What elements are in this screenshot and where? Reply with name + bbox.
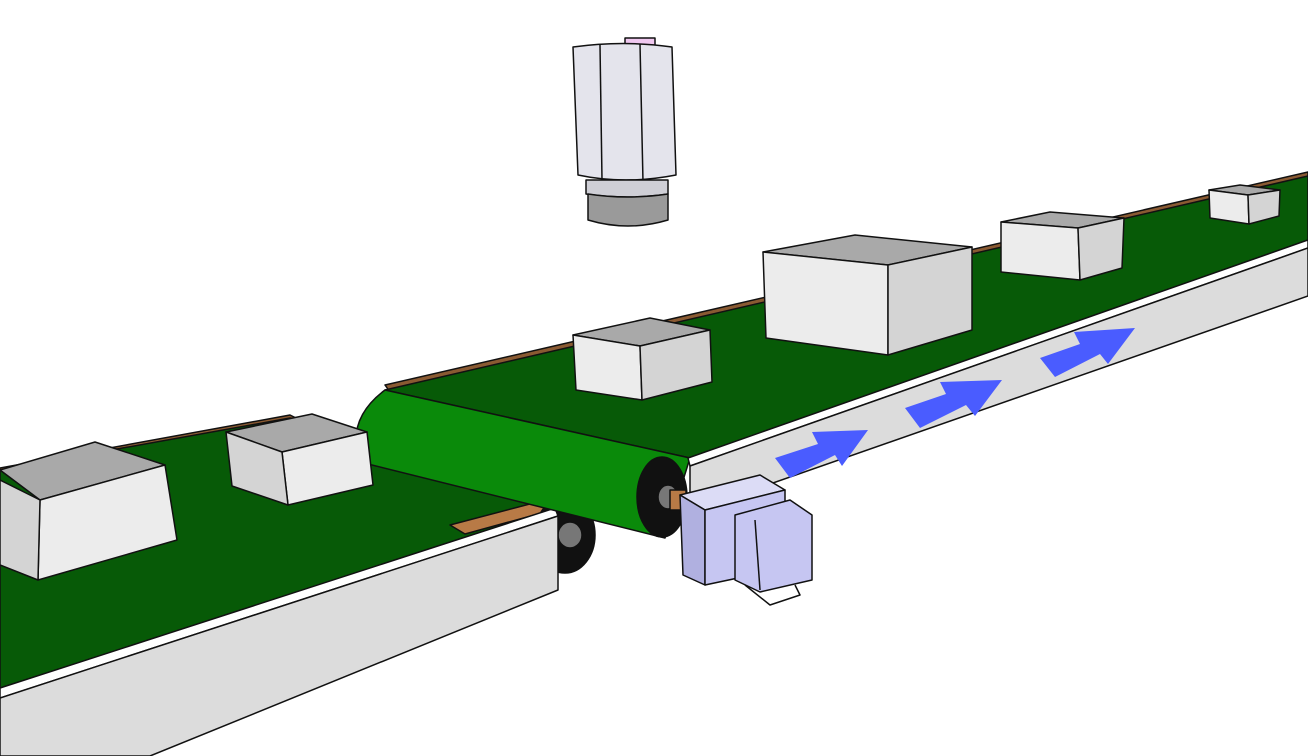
box [225,413,374,506]
camera-lens [587,193,669,227]
box [1208,184,1281,225]
flow-arrow-icon [775,430,868,478]
right-side-panel-top [687,239,1308,467]
left-side-panel [0,515,559,756]
drive-motor [669,474,813,606]
right-conveyor [355,171,1308,539]
box [1000,211,1125,281]
overhead-camera [572,37,677,227]
box [572,317,713,401]
left-roller-shaft [557,521,583,549]
camera-body [572,42,677,181]
box [762,234,973,356]
flow-arrow-icon [905,380,1002,428]
flow-arrow-icon [1040,328,1135,377]
box [0,441,178,581]
